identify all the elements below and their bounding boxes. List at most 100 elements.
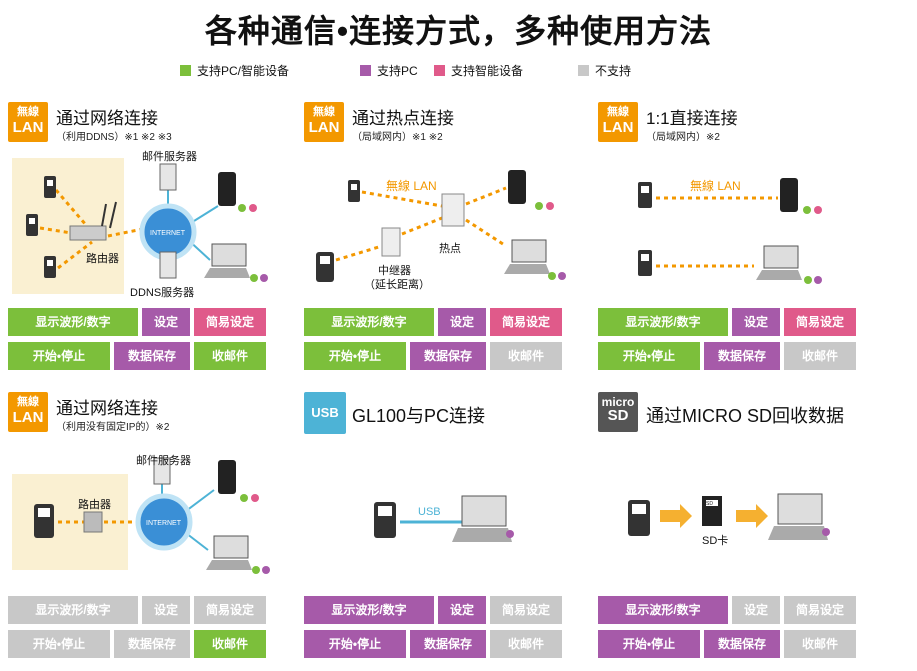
wlan-label: 無線 LAN — [690, 179, 741, 193]
logger-icon — [26, 214, 38, 236]
network-diagram — [638, 178, 822, 284]
logger-icon — [348, 180, 360, 202]
page-title: 各种通信•连接方式，多种使用方法 — [204, 13, 713, 49]
function-cell: 显示波形/数字 — [304, 596, 434, 624]
panel-title: GL100与PC连接 — [352, 406, 486, 426]
laptop-icon — [452, 495, 512, 542]
function-cell: 收邮件 — [490, 342, 562, 370]
mail-server-label: 邮件服务器 — [142, 151, 197, 163]
laptop-icon — [756, 245, 802, 280]
function-cell: 设定 — [142, 308, 190, 336]
router-label: 路由器 — [86, 253, 119, 265]
legend-swatch — [434, 65, 445, 76]
router-icon — [69, 225, 107, 241]
logger-icon — [628, 500, 650, 536]
function-cell: 数据保存 — [410, 342, 486, 370]
badge-line2: LAN — [12, 119, 44, 136]
badge-line1: 無線 — [17, 106, 39, 118]
legend-item: 不支持 — [578, 62, 631, 79]
network-diagram: INTERNET — [12, 457, 270, 574]
usb-diagram — [374, 495, 514, 542]
function-cell: 设定 — [438, 596, 486, 624]
wireless-lan-badge: 無線 LAN — [8, 392, 48, 432]
function-cell: 收邮件 — [490, 630, 562, 658]
badge-line1: 無線 — [313, 106, 335, 118]
logger-icon — [638, 250, 652, 276]
badge-line1: micro — [601, 395, 635, 409]
arrow-right-icon — [736, 504, 768, 528]
svg-text:SD: SD — [706, 501, 713, 507]
wlan-label: 無線 LAN — [386, 179, 437, 193]
function-cell: 显示波形/数字 — [8, 596, 138, 624]
microsd-badge: micro SD — [598, 392, 638, 432]
logger-icon — [34, 504, 54, 538]
arrow-right-icon — [660, 504, 692, 528]
panel-subtitle: （利用DDNS）※1 ※2 ※3 — [56, 132, 172, 143]
legend-swatch — [578, 65, 589, 76]
panel-subtitle: （局域网内）※2 — [646, 132, 720, 143]
function-cell: 显示波形/数字 — [8, 308, 138, 336]
ddns-server-icon — [159, 251, 177, 279]
sd-card-icon: SD — [702, 496, 722, 526]
function-cell: 数据保存 — [410, 630, 486, 658]
legend-swatch — [180, 65, 191, 76]
internet-label: INTERNET — [146, 520, 182, 527]
legend-label: 支持PC — [377, 64, 418, 78]
badge-line2: LAN — [12, 409, 44, 426]
function-cell: 简易设定 — [784, 596, 856, 624]
legend-item: 支持智能设备 — [434, 62, 523, 79]
panel-hotspot: 無線 LAN 通过热点连接 （局域网内）※1 ※2 無線 LAN 热点 中继器 … — [296, 100, 576, 380]
legend-label: 支持智能设备 — [451, 64, 524, 78]
laptop-icon — [504, 239, 550, 274]
laptop-icon — [204, 243, 250, 278]
function-cell: 设定 — [438, 308, 486, 336]
hotspot-label: 热点 — [439, 243, 461, 255]
logger-icon — [638, 182, 652, 208]
panel-title: 1:1直接连接 — [646, 109, 738, 128]
network-diagram — [316, 170, 566, 282]
logger-icon — [44, 176, 56, 198]
repeater-icon — [381, 227, 401, 257]
smartphone-icon — [218, 460, 236, 494]
legend-label: 不支持 — [595, 64, 632, 78]
internet-globe-icon — [135, 493, 193, 551]
function-cell: 开始•停止 — [598, 342, 700, 370]
badge-line2: SD — [607, 407, 629, 424]
smartphone-icon — [508, 170, 526, 204]
mail-server-icon — [159, 163, 177, 191]
laptop-icon — [768, 493, 828, 540]
repeater-label: 中继器 — [378, 265, 411, 277]
smartphone-icon — [780, 178, 798, 212]
legend-item: 支持PC/智能设备 — [180, 62, 289, 79]
router-icon — [83, 511, 103, 533]
function-cell: 简易设定 — [194, 596, 266, 624]
logger-icon — [44, 256, 56, 278]
function-cell: 开始•停止 — [8, 630, 110, 658]
repeater-note: （延长距离） — [364, 279, 430, 291]
badge-line2: LAN — [602, 119, 634, 136]
sd-diagram: SD — [628, 493, 830, 540]
panel-usb-connection: USB GL100与PC连接 USB 显示波形/数字 设定 简易设定 开始•停止… — [296, 390, 576, 670]
function-cell: 收邮件 — [784, 630, 856, 658]
mail-server-label: 邮件服务器 — [136, 455, 191, 467]
legend-swatch — [360, 65, 371, 76]
panel-subtitle: （局域网内）※1 ※2 — [352, 132, 443, 143]
function-cell: 简易设定 — [490, 308, 562, 336]
function-cell: 数据保存 — [114, 342, 190, 370]
panel-direct-connection: 無線 LAN 1:1直接连接 （局域网内）※2 無線 LAN 显示波形/数字 设… — [590, 100, 870, 380]
function-cell: 数据保存 — [704, 342, 780, 370]
panel-title: 通过MICRO SD回收数据 — [646, 406, 844, 426]
function-cell: 数据保存 — [704, 630, 780, 658]
laptop-icon — [206, 535, 252, 570]
usb-label: USB — [418, 506, 441, 518]
router-label: 路由器 — [78, 499, 111, 511]
function-cell: 显示波形/数字 — [598, 596, 728, 624]
function-cell: 简易设定 — [194, 308, 266, 336]
panel-title: 通过网络连接 — [56, 399, 158, 418]
wireless-lan-badge: 無線 LAN — [598, 102, 638, 142]
function-cell: 收邮件 — [194, 342, 266, 370]
logger-icon — [316, 252, 334, 282]
function-cell: 设定 — [732, 308, 780, 336]
function-cell: 显示波形/数字 — [598, 308, 728, 336]
wireless-lan-badge: 無線 LAN — [304, 102, 344, 142]
